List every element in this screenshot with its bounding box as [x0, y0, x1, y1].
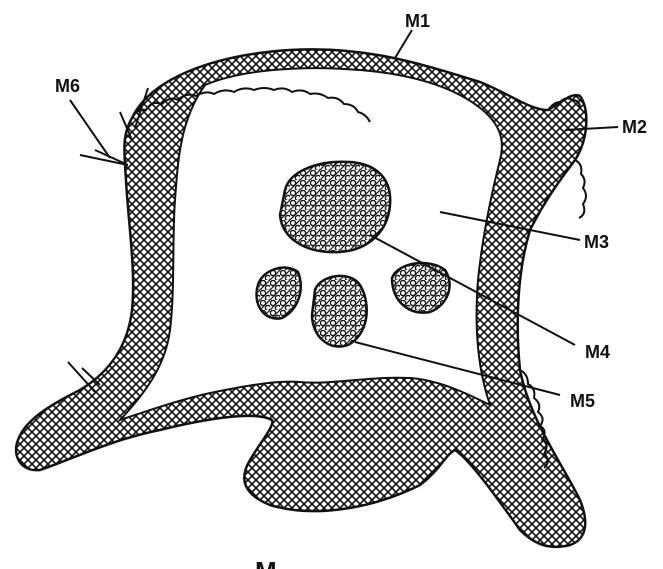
label-m1: M1: [405, 11, 430, 31]
vascular-bundle-upper: [280, 162, 390, 252]
vascular-bundle-center: [312, 276, 367, 347]
label-m4: M4: [585, 342, 610, 362]
label-m5: M5: [570, 391, 595, 411]
figure-caption: M: [255, 556, 277, 569]
label-m6: M6: [55, 76, 80, 96]
label-m3: M3: [584, 232, 609, 252]
label-m2: M2: [622, 117, 647, 137]
